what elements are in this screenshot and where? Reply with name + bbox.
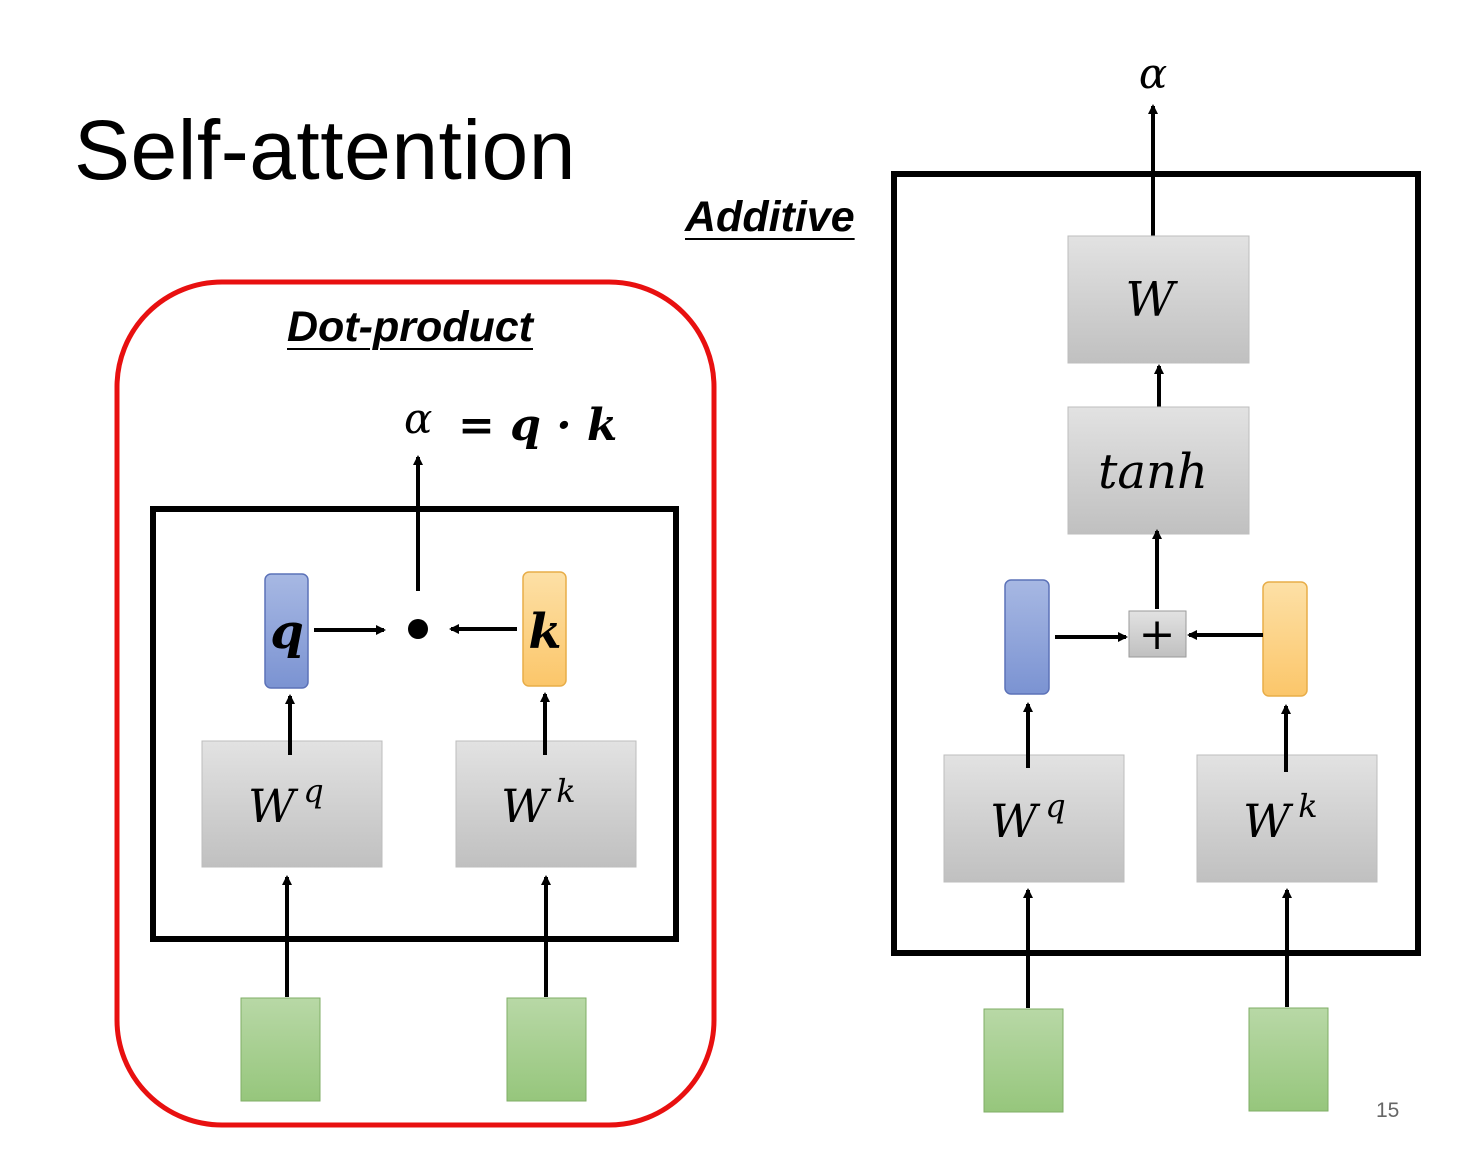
dot-product-wk-block [455,740,637,868]
tanh-block [1067,406,1250,535]
dot-product-alpha-label: α [404,394,432,443]
dot-product-input-right [506,997,587,1102]
dot-product-wq-block [201,740,383,868]
additive-w-label: W [1125,272,1178,328]
additive-query-vector [1004,579,1050,695]
key-vector [522,571,567,687]
query-vector-label: q [270,604,304,660]
page-title: Self-attention [74,103,576,197]
additive-module-box [891,171,1421,956]
dot-product-heading: Dot-product [287,303,533,351]
additive-wk-block [1196,754,1378,883]
key-vector-label: k [528,604,561,660]
additive-wq-block [943,754,1125,883]
page-number: 15 [1376,1099,1400,1122]
additive-alpha-label: α [1139,49,1167,98]
dot-product-formula: = q · k [458,400,617,451]
dot-product-highlight-frame [114,279,717,1128]
dot-product-module-box [150,506,679,942]
plus-operator-label: + [1139,609,1176,660]
query-vector [264,573,309,689]
dot-operator [408,619,428,639]
additive-heading: Additive [685,193,855,241]
additive-input-right [1248,1007,1329,1112]
plus-operator-block [1128,610,1187,658]
additive-w-block [1067,235,1250,364]
additive-key-vector [1262,581,1308,697]
tanh-label: tanh [1098,444,1208,500]
dot-product-input-left [240,997,321,1102]
additive-input-left [983,1008,1064,1113]
